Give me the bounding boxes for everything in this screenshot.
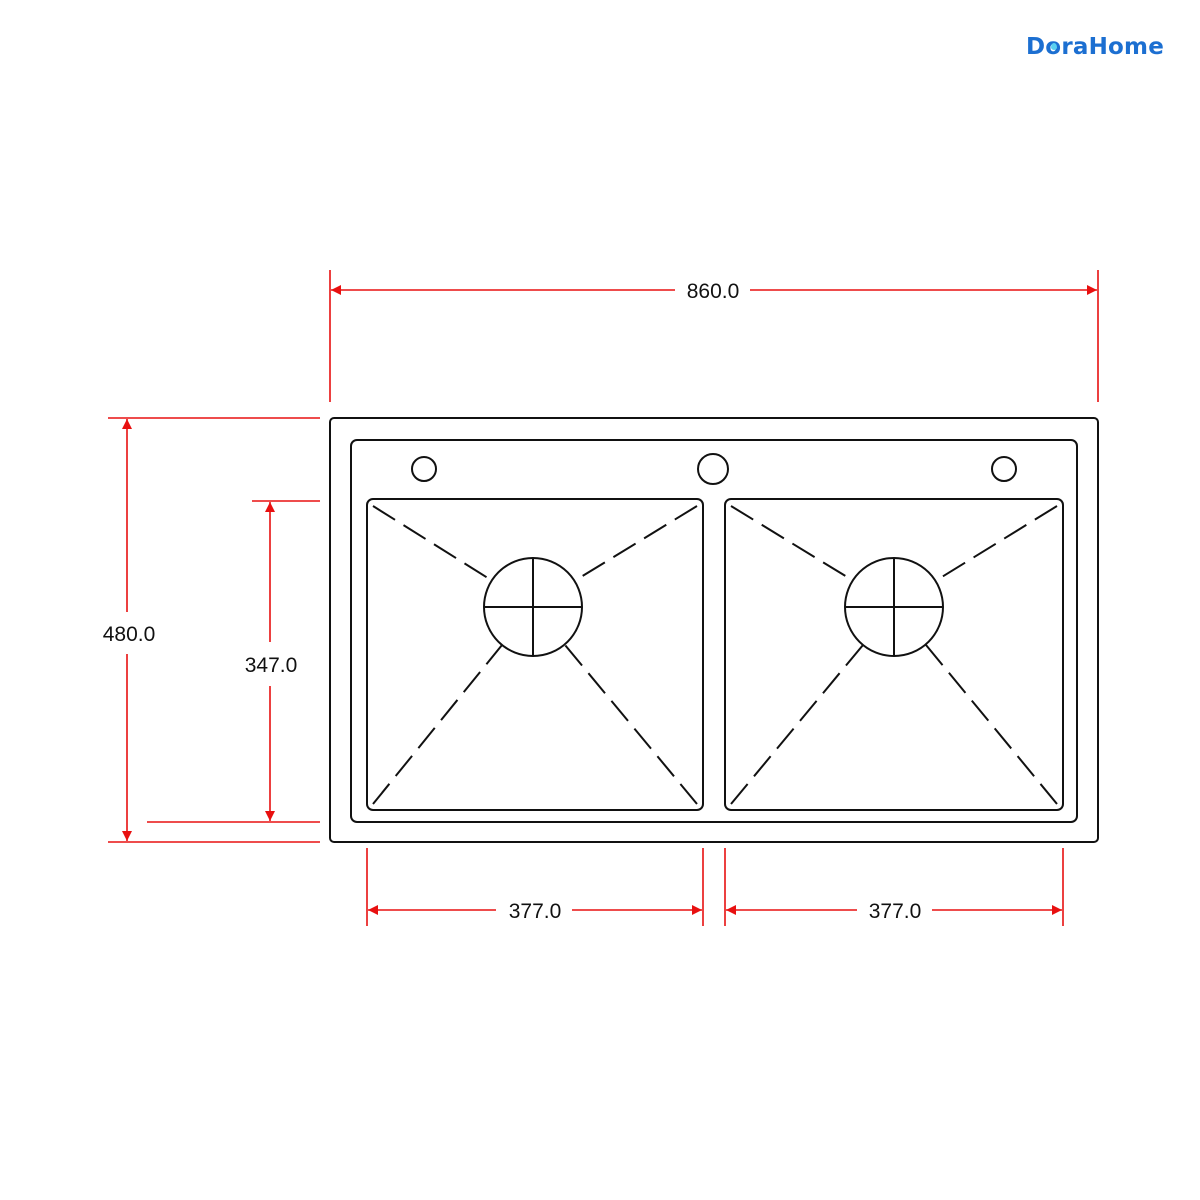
brand-logo-o: o (1045, 34, 1061, 60)
brand-logo-prefix: D (1026, 34, 1046, 60)
right-bowl-slope-lines (730, 505, 1058, 805)
brand-logo: DoraHome (1026, 34, 1164, 60)
overall-depth-label: 480.0 (103, 623, 156, 646)
bowl-depth-label: 347.0 (245, 654, 298, 677)
brand-logo-suffix: raHome (1061, 34, 1164, 60)
sink-outer-edge (329, 417, 1099, 843)
dimension-lines (108, 270, 1099, 926)
right-bowl (724, 498, 1064, 811)
left-bowl-edge (366, 498, 704, 811)
tap-hole-center (697, 453, 729, 485)
left-bowl-width-label: 377.0 (509, 900, 562, 923)
sink-inner-rim (350, 439, 1078, 823)
sink-outline (329, 417, 1099, 843)
tap-hole-right (991, 456, 1017, 482)
right-bowl-width-label: 377.0 (869, 900, 922, 923)
water-drop-icon (1051, 43, 1058, 50)
left-bowl-slope-lines (372, 505, 698, 805)
left-bowl (366, 498, 704, 811)
tap-hole-left (411, 456, 437, 482)
right-bowl-edge (724, 498, 1064, 811)
overall-width-label: 860.0 (687, 280, 740, 303)
